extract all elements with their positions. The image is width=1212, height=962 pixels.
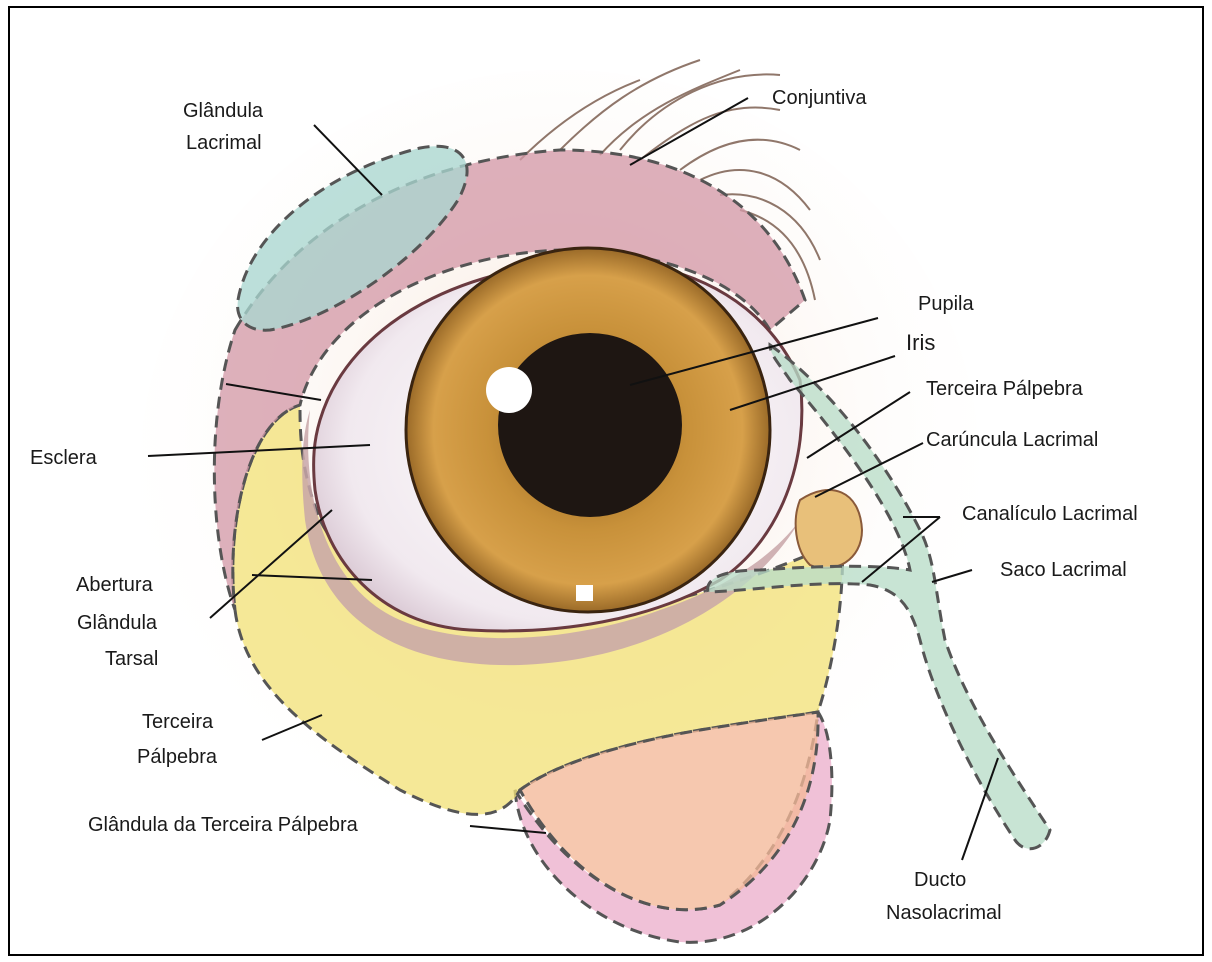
caruncle [796,490,862,568]
label-iris: Iris [906,330,935,355]
label-glandula-lacrimal-1: Glândula [183,100,264,122]
label-glandula-terceira: Glândula da Terceira Pálpebra [88,814,359,836]
label-ducto-1: Ducto [914,869,966,891]
label-canaliculo: Canalículo Lacrimal [962,503,1138,525]
label-conjuntiva: Conjuntiva [772,87,867,109]
label-abertura-1: Abertura [76,574,154,596]
label-pupila: Pupila [918,293,974,315]
label-terceira-palpebra-left-1: Terceira [142,711,214,733]
label-caruncula: Carúncula Lacrimal [926,429,1098,451]
label-glandula-lacrimal-2: Lacrimal [186,132,262,154]
small-highlight [576,585,593,601]
label-terceira-palpebra-right: Terceira Pálpebra [926,378,1084,400]
label-terceira-palpebra-left-2: Pálpebra [137,746,218,768]
label-saco: Saco Lacrimal [1000,559,1127,581]
label-abertura-3: Tarsal [105,648,158,670]
pupil [498,333,682,517]
label-abertura-2: Glândula [77,612,158,634]
label-esclera: Esclera [30,447,98,469]
label-ducto-2: Nasolacrimal [886,902,1002,924]
corneal-highlight [486,367,532,413]
